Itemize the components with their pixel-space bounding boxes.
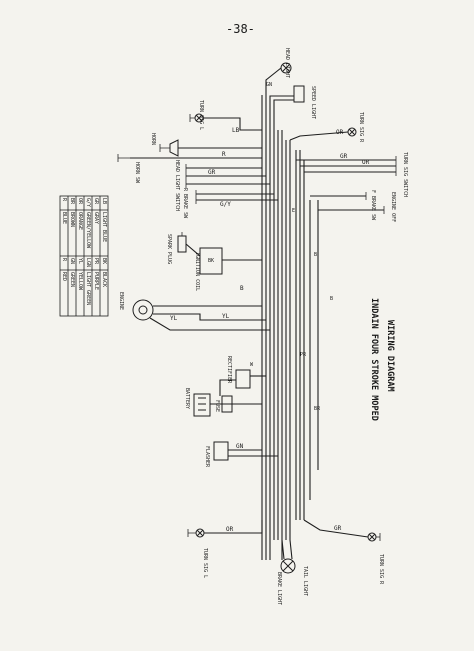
ignition-coil: BK IGNITION COIL (185, 243, 262, 291)
wire-label-gy: G/Y (220, 201, 231, 208)
spark-plug: SPARK PLUG (166, 232, 187, 264)
legend-row-2-name-a: ORANGE (77, 212, 83, 230)
wire-label-gn-flasher: GN (236, 443, 244, 450)
fuse: FUSE (214, 395, 262, 413)
main-harness (261, 95, 319, 560)
legend-row-1-name-a: BROWN (69, 212, 75, 227)
f-brake-sw-label: F BRAKE SW (370, 190, 376, 221)
wire-label-pr: PR (300, 352, 307, 358)
wire-label-e: E (292, 208, 295, 214)
legend-row-4-code-a: GR (93, 198, 99, 205)
head-light-label: HEAD LIGHT (284, 48, 290, 78)
legend-row-1-code-b: GN (69, 258, 75, 264)
tail-brake-light: TAIL LIGHT BRAKE LIGHT (276, 539, 308, 605)
legend-row-4-name-a: GRAY (93, 212, 99, 224)
engine-off-label: ENGINE OFF (390, 192, 396, 222)
wire-label-b-coil: B (240, 285, 244, 292)
diagram-title: WIRING DIAGRAM INDAIN FOUR STROKE MOPED (369, 298, 395, 421)
flasher-label: FLASHER (204, 446, 210, 468)
wire-label-lb: LB (232, 127, 240, 134)
legend-row-2-code-b: YL (77, 258, 83, 264)
legend-row-5-code-b: BK (101, 258, 107, 264)
legend-row-1-name-b: GREEN (69, 272, 75, 287)
wire-label-or-bottom: OR (226, 526, 234, 533)
wire-label-gr-bottom: GR (334, 525, 342, 532)
legend-row-4-name-b: PURPLE (93, 272, 99, 290)
legend-row-1-code-a: BR (69, 198, 75, 205)
turn-signal-right-top: TURN SIG R (289, 112, 364, 143)
wire-label-gr-right: GR (340, 153, 348, 160)
horn-switch: HORN SW (117, 154, 262, 184)
turn-signal-left-bottom: TURN SIG L (187, 520, 263, 578)
turn-sig-switch-label: TURN SIG SWITCH (402, 152, 408, 197)
wire-label-r-top: R (222, 151, 226, 158)
legend-row-4-code-b: PR (93, 258, 99, 265)
color-legend (59, 195, 109, 317)
legend-row-0-code-a: R (61, 198, 67, 202)
tail-light-label: TAIL LIGHT (302, 566, 308, 596)
legend-row-2-name-b: YELLOW (77, 272, 83, 291)
speedo-light-label: SPEED LIGHT (310, 86, 316, 119)
engine-label: ENGINE (118, 292, 124, 310)
horn: HORN (150, 133, 262, 157)
wire-label-or-right: OR (362, 159, 370, 166)
wire-label-w: W (250, 362, 254, 368)
legend-row-3-code-b: LGN (85, 258, 91, 267)
legend-row-2-code-a: OR (77, 198, 83, 205)
wire-label-or: OR (336, 129, 344, 136)
r-brake-sw-label: R BRAKE SW (182, 188, 188, 219)
wire-label-yl-2: YL (222, 313, 230, 320)
wire-label-b-1: B (314, 252, 317, 258)
head-light-switch-label: HEAD LIGHT SWITCH (174, 160, 180, 211)
wire-label-gn-top: GN (266, 82, 272, 88)
engine-off-switch: ENGINE OFF (318, 192, 396, 222)
legend-row-5-code-a: LB (101, 198, 107, 204)
title-line2: INDAIN FOUR STROKE MOPED (369, 298, 379, 421)
horn-label: HORN (150, 133, 156, 145)
turn-sig-l-top-label: TURN SIG L (198, 100, 204, 130)
rear-brake-switch: R BRAKE SW (182, 188, 278, 219)
ignition-coil-label: IGNITION COIL (194, 252, 200, 291)
ignition-bk-label: BK (208, 258, 214, 264)
turn-sig-l-bottom-label: TURN SIG L (202, 548, 208, 578)
head-light-switch: HEAD LIGHT SWITCH (174, 160, 270, 211)
page-number: -38- (226, 22, 255, 36)
turn-sig-r-top-label: TURN SIG R (358, 112, 364, 143)
rectifier: RECTIFIER (219, 356, 266, 396)
legend-row-3-name-b: LIGHT GREEN (85, 272, 91, 305)
turn-signal-right-bottom: TURN SIG R (303, 519, 384, 585)
wire-label-gr-left: GR (208, 169, 216, 176)
legend-row-3-code-a: G/Y (85, 198, 91, 207)
legend-text: R BLUE R RED BR BROWN GN GREEN OR ORANGE… (61, 198, 107, 305)
turn-signal-left-top: TURN SIG L (189, 100, 262, 131)
legend-row-5-name-b: BLACK (101, 272, 107, 287)
front-brake-switch: F BRAKE SW (310, 190, 376, 221)
turn-signal-switch: TURN SIG SWITCH (296, 152, 408, 197)
legend-row-5-name-a: LIGHT BLUE (101, 212, 107, 242)
wire-label-yl: YL (170, 315, 178, 322)
fuse-label: FUSE (214, 400, 220, 412)
flasher: FLASHER (204, 441, 278, 468)
legend-row-0-code-b: R (61, 258, 67, 262)
horn-sw-label: HORN SW (134, 162, 140, 184)
head-light: HEAD LIGHT (265, 48, 292, 95)
legend-row-3-name-a: GREEN/YELLOW (85, 212, 91, 249)
legend-row-0-name-b: RED (61, 272, 67, 281)
speedo-light: SPEED LIGHT (269, 85, 316, 119)
wire-label-b-2: B (330, 296, 333, 302)
legend-row-0-name-a: BLUE (61, 212, 67, 224)
brake-light-label: BRAKE LIGHT (276, 572, 282, 605)
battery-label: BATTERY (184, 388, 190, 409)
rectifier-label: RECTIFIER (226, 356, 232, 384)
title-line1: WIRING DIAGRAM (385, 320, 395, 392)
wire-label-br: BR (314, 406, 321, 412)
spark-plug-label: SPARK PLUG (166, 234, 172, 264)
turn-sig-r-bottom-label: TURN SIG R (378, 554, 384, 585)
engine: ENGINE (118, 292, 270, 331)
